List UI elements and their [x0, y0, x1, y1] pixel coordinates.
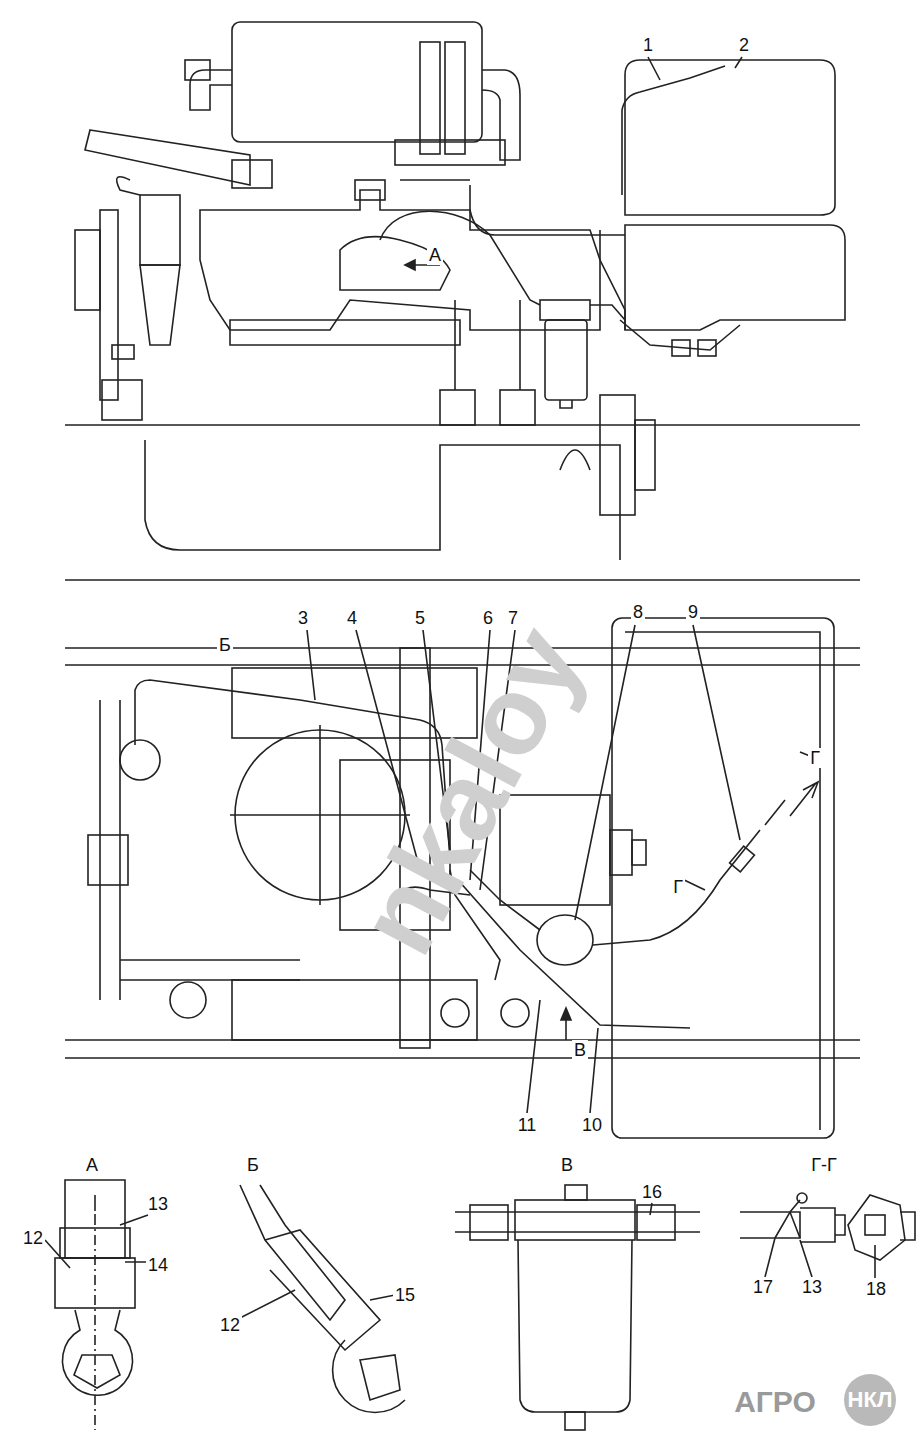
- callout-number: 8: [631, 602, 645, 622]
- callout-number: 12: [218, 1315, 242, 1335]
- callout-number: 18: [864, 1279, 888, 1299]
- view-letter: В: [572, 1040, 588, 1060]
- callout-number: 2: [737, 35, 751, 55]
- callout-number: 6: [481, 608, 495, 628]
- section-letter: Г: [671, 877, 685, 897]
- detail-title: Б: [245, 1155, 261, 1175]
- callout-number: 12: [21, 1228, 45, 1248]
- callout-number: 9: [686, 602, 700, 622]
- logo-text: АГРО: [732, 1386, 818, 1418]
- callout-number: 1: [641, 35, 655, 55]
- callout-number: 5: [413, 608, 427, 628]
- view-letter: А: [427, 245, 443, 265]
- callout-number: 15: [393, 1285, 417, 1305]
- callout-number: 13: [146, 1194, 170, 1214]
- callout-number: 10: [580, 1115, 604, 1135]
- view-letter: Б: [217, 635, 233, 655]
- callout-number: 13: [800, 1277, 824, 1297]
- callout-number: 11: [516, 1115, 539, 1135]
- section-letter: Г: [808, 748, 822, 768]
- callout-number: 4: [345, 608, 359, 628]
- callout-number: 16: [640, 1182, 664, 1202]
- detail-title: А: [84, 1155, 100, 1175]
- detail-title: В: [559, 1155, 575, 1175]
- detail-title: Г-Г: [809, 1155, 839, 1175]
- callout-number: 3: [296, 608, 310, 628]
- watermark: nkaloy: [338, 608, 602, 972]
- callout-number: 17: [751, 1277, 775, 1297]
- callout-number: 14: [146, 1255, 170, 1275]
- logo-text: НКЛ: [846, 1388, 895, 1412]
